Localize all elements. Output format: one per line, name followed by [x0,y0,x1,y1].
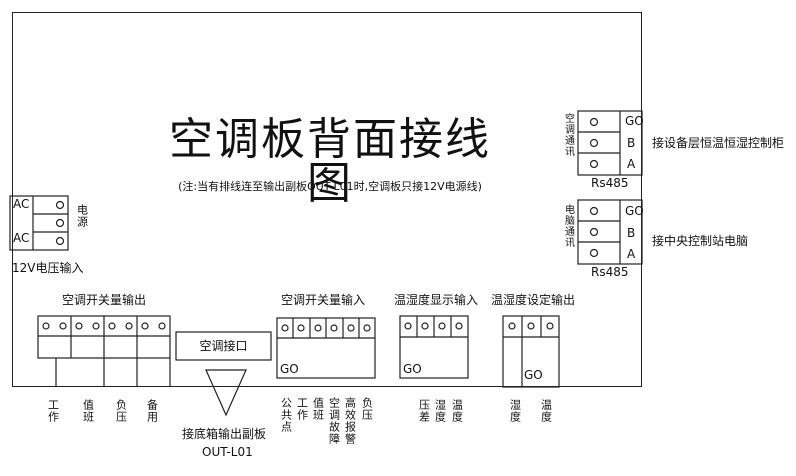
terminal-pin-hole [92,322,100,330]
diagram-title: 空调板背面接线图 [169,114,491,209]
ac-switch-output-terminal [37,315,171,387]
power-connector [9,195,69,251]
ac-output-label-work: 工作 [46,399,60,423]
rs485-pc-side-label: 电脑通讯 [562,204,574,248]
rs485-ac-external-label: 接设备层恒温恒湿控制柜 [652,136,785,150]
terminal-pin-hole [404,322,412,330]
humidity-set-output-terminal [502,315,560,388]
humidity-display-go-label: GO [403,362,422,376]
rs485-pin-hole [589,159,599,169]
rs485-pin-hole [589,138,599,148]
ac-input-label-work: 工作 [295,397,309,421]
power-pin-ac-1: AC [13,197,30,211]
terminal-pin-hole [75,322,83,330]
ac-input-label-negative-pressure: 负压 [360,397,374,421]
humidity-display-label-humidity: 湿度 [433,399,447,423]
rs485-pin-hole [589,206,599,216]
ac-interface-label: 空调接口 [199,339,248,353]
terminal-pin-hole [108,322,116,330]
ac-input-label-common: 公共点 [279,397,293,433]
rs485-pin-hole [589,227,599,237]
diagram-subtitle: (注:当有排线连至输出副板OUT-L01时,空调板只接12V电源线) [178,180,482,193]
terminal-pin-hole [527,322,535,330]
terminal-pin-hole [508,322,516,330]
humidity-display-label-pressure-diff: 压差 [417,399,431,423]
power-pin-hole [55,236,65,246]
rs485-pc-pin-a: A [627,247,636,261]
terminal-pin-hole [281,324,289,332]
power-pin-hole [55,218,65,228]
humidity-set-output-heading: 温湿度设定输出 [491,293,576,307]
terminal-pin-hole [330,324,338,332]
ac-output-label-duty: 值班 [81,399,95,423]
board-outline [12,12,642,387]
humidity-set-label-temperature: 温度 [539,399,553,423]
ac-output-label-spare: 备用 [145,399,159,423]
ac-switch-input-go-label: GO [280,362,299,376]
rs485-pc-pin-b: B [627,226,636,240]
ac-switch-input-heading: 空调开关量输入 [281,293,366,307]
rs485-ac-pin-b: B [627,136,636,150]
terminal-pin-hole [546,322,554,330]
rs485-pc-bottom-label: Rs485 [591,265,629,279]
ac-input-label-duty: 值班 [311,397,325,421]
power-side-label: 电源 [75,204,89,228]
ac-output-label-negative-pressure: 负压 [114,399,128,423]
out-l01-target-label: 接底箱输出副板 [182,427,267,441]
rs485-pc-external-label: 接中央控制站电脑 [652,234,749,248]
terminal-pin-hole [141,322,149,330]
terminal-pin-hole [421,322,429,330]
rs485-ac-pin-go: GO [625,114,644,128]
ac-input-label-ac-fault: 空调故障 [327,397,341,445]
humidity-display-input-terminal [399,315,469,379]
rs485-ac-side-label: 空调通讯 [562,113,574,157]
rs485-connector-ac [577,110,643,176]
rs485-ac-pin-a: A [627,157,636,171]
humidity-set-label-humidity: 湿度 [508,399,522,423]
terminal-pin-hole [455,322,463,330]
ac-interface-box [175,331,272,361]
terminal-pin-hole [42,322,50,330]
rs485-ac-bottom-label: Rs485 [591,176,629,190]
rs485-pin-hole [589,117,599,127]
ac-input-label-hepa-alarm: 高效报警 [343,397,357,445]
rs485-pin-hole [589,248,599,258]
terminal-pin-hole [125,322,133,330]
rs485-pc-pin-go: GO [625,204,644,218]
humidity-display-label-temperature: 温度 [450,399,464,423]
ac-switch-input-terminal [276,317,376,379]
humidity-display-input-heading: 温湿度显示输入 [394,293,479,307]
rs485-connector-pc [577,199,643,265]
terminal-pin-hole [158,322,166,330]
humidity-set-go-label: GO [524,368,543,382]
power-pin-hole [55,200,65,210]
out-l01-code: OUT-L01 [202,445,253,459]
terminal-pin-hole [438,322,446,330]
terminal-pin-hole [363,324,371,332]
terminal-pin-hole [59,322,67,330]
power-caption: 12V电压输入 [12,261,84,275]
terminal-pin-hole [347,324,355,332]
power-pin-ac-2: AC [13,231,30,245]
ac-switch-output-heading: 空调开关量输出 [62,293,147,307]
terminal-pin-hole [314,324,322,332]
terminal-pin-hole [297,324,305,332]
out-l01-pointer [205,369,247,417]
